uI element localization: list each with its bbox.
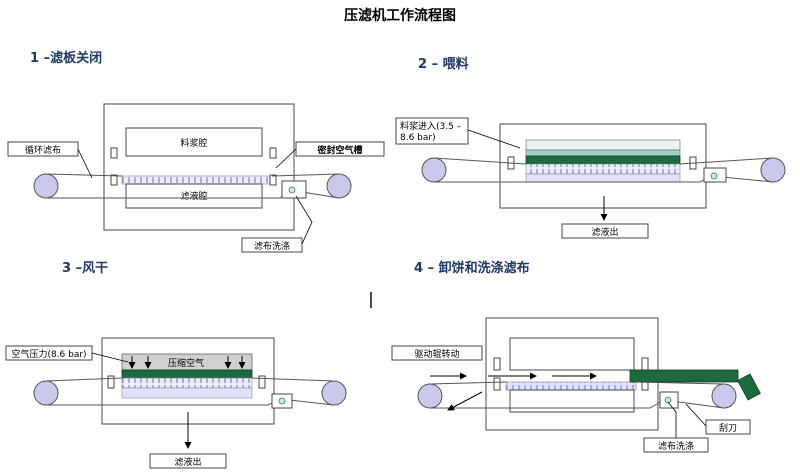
seal-air-slot-leader bbox=[275, 148, 297, 169]
step-2-heading: 2 – 喂料 bbox=[418, 56, 469, 72]
cycle-cloth-leader bbox=[77, 148, 93, 179]
left-roller bbox=[417, 383, 443, 409]
belt-return-arrow bbox=[447, 391, 483, 411]
seal-block-left bbox=[107, 375, 115, 389]
left-roller bbox=[33, 380, 59, 406]
cloth-wash-leader bbox=[295, 195, 313, 245]
top-plate bbox=[525, 139, 681, 151]
falling-cake-piece bbox=[737, 373, 761, 401]
wash-nozzle-icon bbox=[710, 172, 718, 180]
filtrate-out-callout bbox=[149, 453, 227, 469]
feed-in-label-line2: 8.6 bar) bbox=[400, 133, 436, 143]
left-roller bbox=[33, 173, 59, 199]
filter-plate-band bbox=[121, 175, 273, 185]
air-pressure-leader bbox=[91, 352, 129, 363]
seal-block-left bbox=[110, 174, 118, 186]
filtrate-chamber bbox=[121, 387, 253, 399]
seal-block-right bbox=[269, 174, 277, 186]
scraper-callout bbox=[705, 419, 751, 435]
slurry-layer bbox=[525, 149, 681, 157]
slurry-chamber bbox=[125, 127, 263, 157]
step-3-panel: 3 –风干 压缩空气 空气压力(8.6 bar) 滤液出 bbox=[5, 261, 347, 469]
compressed-air-label: 压缩空气 bbox=[168, 357, 204, 369]
cloth-wash-callout bbox=[241, 237, 303, 253]
filter-cake bbox=[525, 155, 681, 165]
feed-in-label-line1: 料浆进入(3.5 – bbox=[400, 120, 462, 132]
page-title: 压滤机工作流程图 bbox=[344, 7, 456, 24]
right-roller bbox=[326, 173, 352, 199]
cycle-cloth-label: 循环滤布 bbox=[25, 144, 61, 156]
filter-cloth-belt bbox=[429, 381, 725, 409]
cloth-wash-label: 滤布洗涤 bbox=[254, 240, 290, 252]
scraper-label: 刮刀 bbox=[719, 422, 737, 434]
filtrate-chamber bbox=[125, 183, 263, 209]
cloth-wash-label: 滤布洗涤 bbox=[658, 440, 694, 452]
drive-roller-callout bbox=[391, 345, 483, 361]
right-roller bbox=[760, 157, 786, 183]
drive-roller-label: 驱动辊转动 bbox=[414, 348, 459, 360]
slurry-chamber-label: 料浆腔 bbox=[180, 137, 207, 149]
filtrate-out-label: 滤液出 bbox=[174, 456, 201, 468]
seal-block-left-top bbox=[110, 147, 118, 159]
wash-nozzle-icon bbox=[278, 397, 286, 405]
step-1-heading: 1 –滤板关闭 bbox=[30, 50, 102, 66]
feed-in-leader bbox=[467, 129, 521, 149]
step-4-heading: 4 – 卸饼和洗涤滤布 bbox=[414, 260, 530, 276]
lower-plate bbox=[509, 389, 635, 413]
step-1-panel: 1 –滤板关闭 料浆腔 滤液腔 循环滤布 密封空气槽 滤布洗涤 bbox=[7, 50, 385, 253]
seal-block-right-top bbox=[269, 147, 277, 159]
feed-in-callout bbox=[395, 117, 469, 145]
seal-block-left-top bbox=[493, 357, 501, 371]
wash-nozzle-icon bbox=[288, 186, 296, 194]
filter-plate-band bbox=[525, 163, 681, 175]
step-2-panel: 2 – 喂料 料浆进入(3.5 – 8.6 bar) 滤液出 bbox=[395, 56, 786, 239]
upper-plate bbox=[509, 337, 635, 371]
filtrate-chamber bbox=[525, 173, 681, 183]
air-pressure-label: 空气压力(8.6 bar) bbox=[11, 348, 86, 360]
filter-plate-band bbox=[121, 377, 253, 389]
filtrate-out-callout bbox=[561, 223, 649, 239]
filter-plate-band bbox=[505, 381, 637, 391]
seal-block-left bbox=[493, 377, 501, 391]
wash-nozzle-icon bbox=[664, 396, 672, 404]
seal-block-right bbox=[258, 375, 266, 389]
step-3-heading: 3 –风干 bbox=[62, 261, 108, 276]
cloth-wash-leader bbox=[667, 401, 677, 438]
filtrate-chamber-label: 滤液腔 bbox=[180, 190, 207, 202]
seal-block-right-top bbox=[641, 357, 649, 371]
press-frame bbox=[103, 103, 295, 231]
seal-air-slot-label: 密封空气槽 bbox=[316, 144, 362, 156]
filter-cake-discharge bbox=[629, 369, 739, 383]
filter-cake bbox=[121, 369, 253, 379]
filtrate-out-label: 滤液出 bbox=[591, 226, 618, 238]
step-4-panel: 4 – 卸饼和洗涤滤布 驱动辊转动 刮刀 滤布洗涤 bbox=[391, 260, 761, 453]
scraper-leader bbox=[685, 403, 707, 427]
drive-roller bbox=[711, 383, 737, 409]
left-roller bbox=[421, 157, 447, 183]
right-roller bbox=[321, 380, 347, 406]
